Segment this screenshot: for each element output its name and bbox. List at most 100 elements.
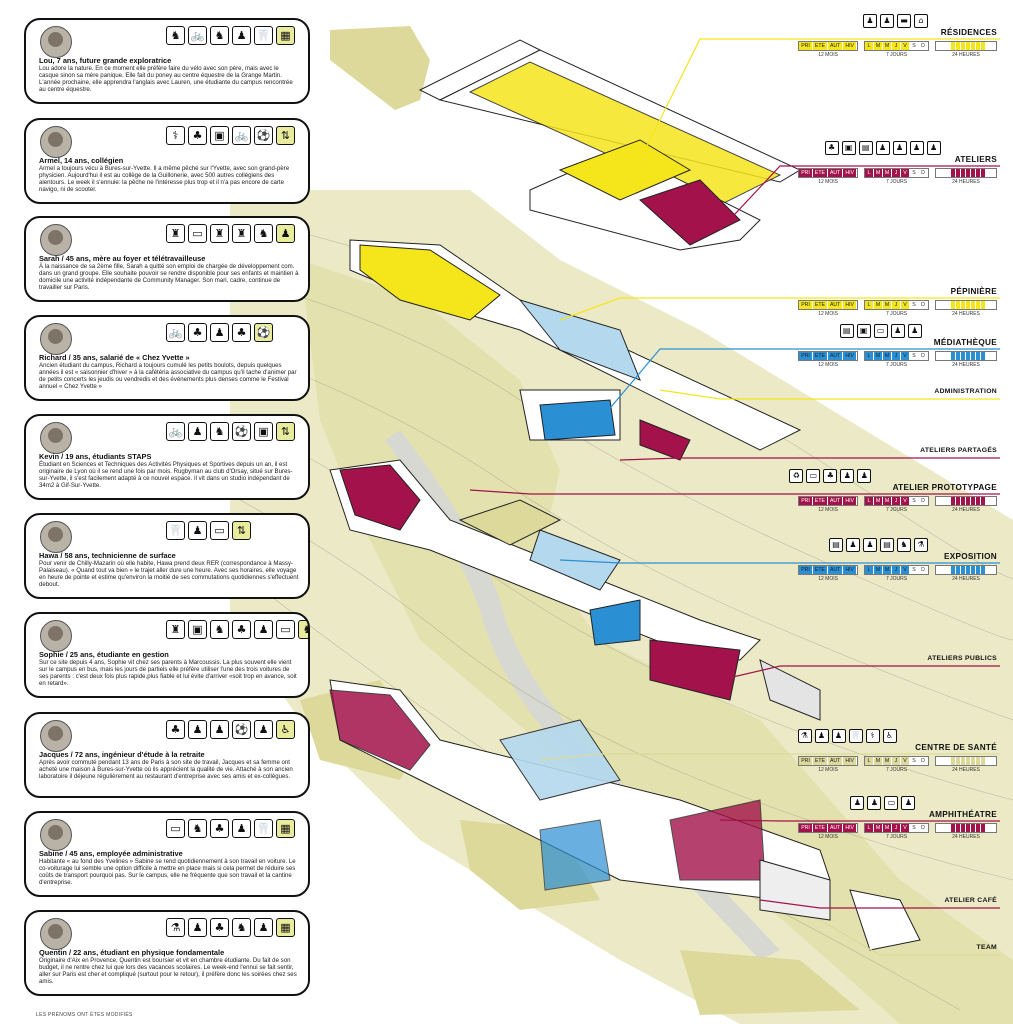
activity-icon: ⇅ bbox=[276, 422, 295, 441]
program-icon: ♟ bbox=[863, 14, 877, 28]
avatar bbox=[40, 323, 72, 355]
program-title: ATELIERS PUBLICS bbox=[927, 655, 997, 662]
building-level-2 bbox=[349, 239, 802, 461]
program-icon: ♞ bbox=[897, 538, 911, 552]
activity-icon: ♣ bbox=[232, 620, 251, 639]
activity-icon: ⚽ bbox=[254, 323, 273, 342]
persona-name: Hawa / 58 ans, technicienne de surface bbox=[39, 551, 176, 560]
program-icon: ▤ bbox=[858, 141, 873, 155]
persona-card: 🚲♣♟♣⚽Richard / 35 ans, salarié de « Chez… bbox=[24, 315, 310, 401]
persona-description: Ancien étudiant du campus, Richard a tou… bbox=[39, 362, 297, 391]
leader-line bbox=[469, 489, 1000, 495]
program-title: CENTRE DE SANTÉ bbox=[915, 743, 997, 752]
parcel-bottom-right bbox=[680, 950, 860, 1015]
leader-line bbox=[559, 559, 1000, 564]
program-icon: ▭ bbox=[884, 796, 899, 810]
usage-hours bbox=[935, 168, 997, 178]
persona-card: ♜▭♜♜♞♟Sarah / 45 ans, mère au foyer et t… bbox=[24, 216, 310, 302]
usage-caption: 12 MOIS bbox=[818, 362, 838, 368]
program-title: EXPOSITION bbox=[943, 552, 997, 561]
program-icons: ♟♟▭♟ bbox=[850, 796, 916, 810]
usage-caption: 24 HEURES bbox=[952, 576, 980, 582]
activity-icon: ♞ bbox=[210, 620, 229, 639]
persona-name: Sarah / 45 ans, mère au foyer et télétra… bbox=[39, 254, 206, 263]
usage-caption: 12 MOIS bbox=[818, 834, 838, 840]
program-block: ATELIERS PUBLICS bbox=[767, 655, 997, 662]
program-icon: ▭ bbox=[806, 469, 821, 483]
activity-icon: 🦷 bbox=[166, 521, 185, 540]
program-icon: ▬ bbox=[897, 14, 911, 28]
activity-icon: 🦷 bbox=[254, 26, 273, 45]
usage-caption: 24 HEURES bbox=[952, 311, 980, 317]
activity-icon: ♣ bbox=[166, 720, 185, 739]
building-level-3 bbox=[329, 459, 821, 721]
usage-caption: 24 HEURES bbox=[952, 362, 980, 368]
program-icon: ♿ bbox=[882, 729, 897, 743]
usage-hours bbox=[935, 756, 997, 766]
program-icons: ♟♟▬⌂ bbox=[863, 14, 928, 28]
activity-icon: ♟ bbox=[232, 26, 251, 45]
usage-caption: 7 JOURS bbox=[885, 311, 908, 317]
program-icon: ♟ bbox=[867, 796, 882, 810]
program-icon: ♟ bbox=[880, 14, 894, 28]
persona-card: ♞🚲♞♟🦷▦Lou, 7 ans, future grande explorat… bbox=[24, 18, 310, 104]
activity-icon: ♜ bbox=[210, 224, 229, 243]
activity-icon: ♣ bbox=[188, 323, 207, 342]
program-icons: ♻▭♣♟♟ bbox=[789, 469, 872, 483]
persona-name: Kevin / 19 ans, étudiants STAPS bbox=[39, 452, 152, 461]
program-icon: ⚕ bbox=[865, 729, 880, 743]
program-block: ADMINISTRATION bbox=[767, 388, 997, 395]
program-title: MÉDIATHÈQUE bbox=[933, 338, 997, 347]
program-icons: ⚗♟♟🦷⚕♿ bbox=[797, 729, 897, 743]
program-title: ATELIERS PARTAGÉS bbox=[920, 447, 997, 454]
activity-icon: ♟ bbox=[232, 819, 251, 838]
program-icon: ♣ bbox=[823, 469, 838, 483]
activity-icon: 🦷 bbox=[254, 819, 273, 838]
activity-icon: ▭ bbox=[210, 521, 229, 540]
program-block: ATELIERS PARTAGÉS bbox=[767, 447, 997, 454]
persona-description: Après avoir commuté pendant 13 ans de Pa… bbox=[39, 759, 293, 781]
persona-icons: ♜▣♞♣♟▭♞ bbox=[166, 620, 308, 639]
activity-icon: ♞ bbox=[210, 422, 229, 441]
activity-icon: ♞ bbox=[298, 620, 308, 639]
activity-icon: ♟ bbox=[254, 918, 273, 937]
persona-icons: 🚲♟♞⚽▣⇅ bbox=[166, 422, 295, 441]
activity-icon: ▭ bbox=[188, 224, 207, 243]
activity-icon: ▦ bbox=[276, 819, 295, 838]
program-icon: ⚗ bbox=[914, 538, 928, 552]
activity-icon: ⚽ bbox=[232, 720, 251, 739]
avatar bbox=[40, 224, 72, 256]
avatar bbox=[40, 819, 72, 851]
activity-icon: ♟ bbox=[188, 918, 207, 937]
usage-caption: 7 JOURS bbox=[885, 576, 908, 582]
leader-line bbox=[819, 919, 1000, 956]
program-title: ATELIER CAFÉ bbox=[944, 897, 997, 904]
usage-hours bbox=[935, 565, 997, 575]
usage-caption: 12 MOIS bbox=[818, 311, 838, 317]
avatar bbox=[40, 918, 72, 950]
persona-icons: ⚕♣▣🚲⚽⇅ bbox=[166, 126, 295, 145]
activity-icon: ⇅ bbox=[276, 126, 295, 145]
usage-caption: 24 HEURES bbox=[952, 52, 980, 58]
usage-caption: 12 MOIS bbox=[818, 767, 838, 773]
program-icon: ♟ bbox=[846, 538, 860, 552]
program-icon: ♟ bbox=[814, 729, 829, 743]
persona-description: Pour venir de Chilly-Mazarin où elle hab… bbox=[39, 560, 299, 589]
program-icons: ♣▣▤♟♟♟♟ bbox=[824, 141, 941, 155]
program-icon: ♟ bbox=[857, 469, 872, 483]
program-icon: ▤ bbox=[829, 538, 843, 552]
persona-name: Armel, 14 ans, collégien bbox=[39, 156, 124, 165]
